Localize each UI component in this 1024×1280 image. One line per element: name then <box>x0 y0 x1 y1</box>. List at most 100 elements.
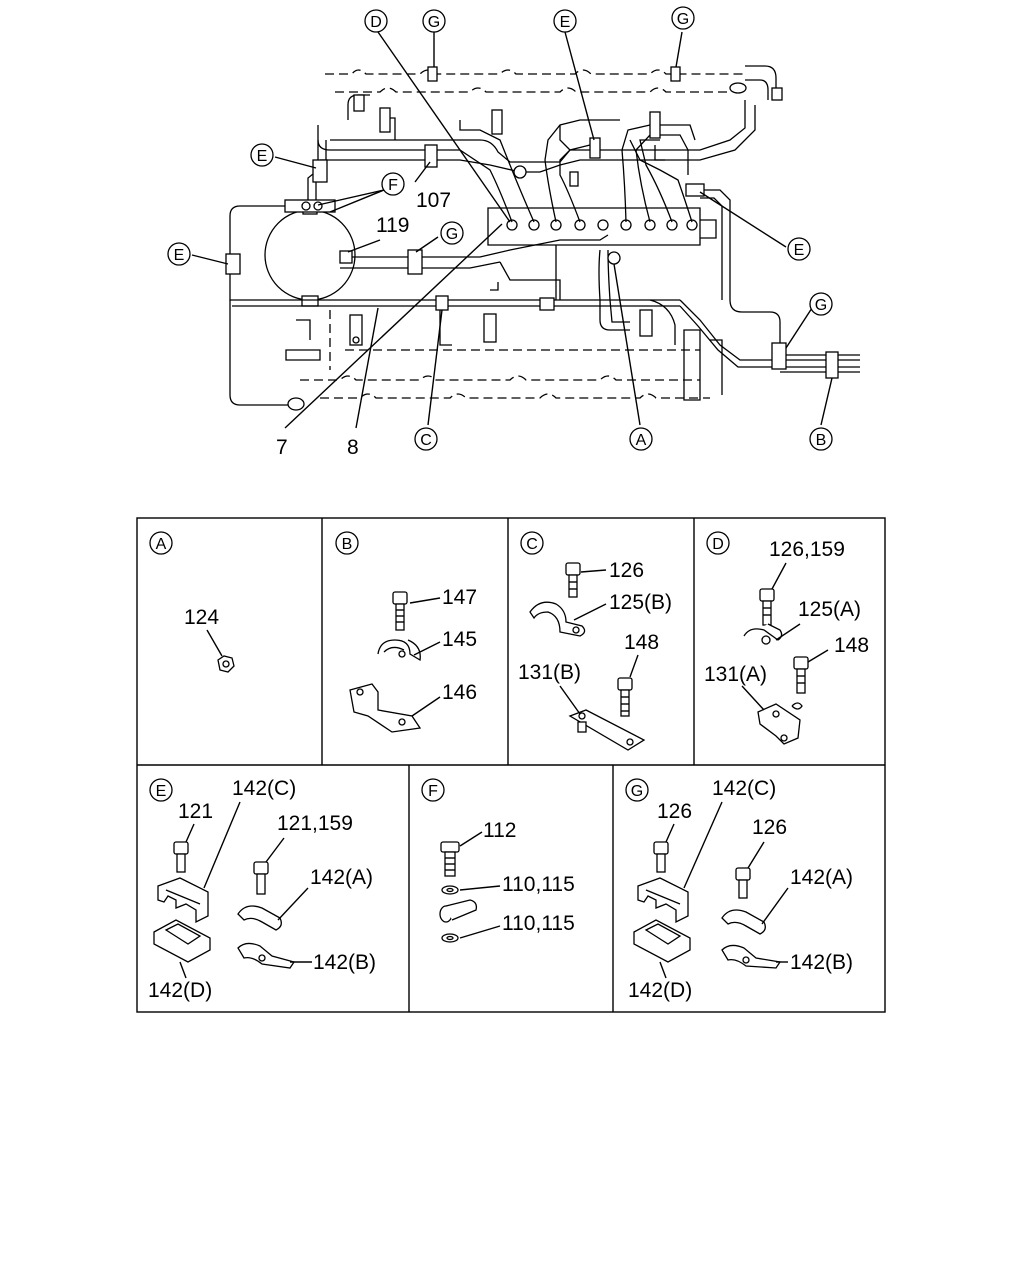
plate-131b-icon <box>568 709 646 751</box>
callout-circles: D G E G E F E G E G C A B <box>167 6 833 451</box>
svg-text:142(B): 142(B) <box>790 951 853 974</box>
label-119: 119 <box>376 214 409 237</box>
svg-text:G: G <box>677 11 689 28</box>
svg-text:110,115: 110,115 <box>502 912 575 935</box>
callout-g-right: G <box>809 292 833 316</box>
engine-assembly <box>225 65 860 411</box>
detail-panel-d: D 126,159 125(A) 148 131(A) <box>704 531 869 745</box>
svg-text:131(B): 131(B) <box>518 661 581 684</box>
svg-text:110,115: 110,115 <box>502 873 575 896</box>
bolt-148-d-icon <box>793 656 809 694</box>
callout-bottom-0: C <box>414 427 438 451</box>
callout-top-2: E <box>553 9 577 33</box>
clamp-142d-icon <box>153 919 211 963</box>
svg-text:124: 124 <box>184 606 219 629</box>
detail-panel-f: F 112 110,115 110,115 <box>421 778 575 943</box>
clamp-142a-g-icon <box>721 909 766 935</box>
callout-bottom-2: B <box>809 427 833 451</box>
svg-text:E: E <box>794 242 805 259</box>
clamp-142b-g-icon <box>721 944 782 969</box>
bolt-126-g1-icon <box>653 841 669 873</box>
svg-text:F: F <box>428 783 438 800</box>
svg-text:D: D <box>370 14 382 31</box>
banjo-fitting-icon <box>439 899 478 923</box>
bolt-126-g2-icon <box>735 867 751 899</box>
bracket-146-icon <box>349 683 422 733</box>
svg-text:148: 148 <box>624 631 659 654</box>
svg-text:G: G <box>446 226 458 243</box>
detail-panel-g: G 142(C) 126 126 142(A) 142(B) 142(D) <box>625 777 853 1002</box>
callout-leaders <box>191 31 833 429</box>
bolt-148-icon <box>617 677 633 717</box>
part-number-labels: 107 119 7 8 <box>276 189 451 459</box>
svg-text:142(C): 142(C) <box>712 777 776 800</box>
svg-text:F: F <box>388 177 398 194</box>
clamp-142b-icon <box>237 942 296 969</box>
svg-text:145: 145 <box>442 628 477 651</box>
injection-pump-outlets <box>506 219 698 231</box>
svg-text:148: 148 <box>834 634 869 657</box>
washer-upper-icon <box>441 885 459 895</box>
clamp-145-icon <box>377 639 421 662</box>
detail-panel-e: E 142(C) 121 121,159 142(A) 142(B) 142(D… <box>148 777 376 1002</box>
bolt-126-159-icon <box>759 588 775 626</box>
svg-text:G: G <box>815 297 827 314</box>
bolt-112-icon <box>440 841 460 877</box>
svg-text:142(B): 142(B) <box>313 951 376 974</box>
svg-text:126: 126 <box>609 559 644 582</box>
label-7: 7 <box>276 436 288 459</box>
callout-f: F <box>381 172 405 196</box>
svg-text:142(D): 142(D) <box>148 979 212 1002</box>
bolt-147-icon <box>392 591 408 631</box>
svg-text:B: B <box>342 536 353 553</box>
svg-text:125(A): 125(A) <box>798 598 861 621</box>
callout-left-e1: E <box>250 143 274 167</box>
svg-text:D: D <box>712 536 724 553</box>
label-107: 107 <box>416 189 451 212</box>
plate-131a-icon <box>757 702 803 745</box>
callout-top-1: G <box>422 9 446 33</box>
svg-text:E: E <box>560 14 571 31</box>
callout-top-3: G <box>671 6 695 30</box>
svg-text:142(C): 142(C) <box>232 777 296 800</box>
svg-text:G: G <box>428 14 440 31</box>
svg-text:A: A <box>636 432 647 449</box>
clamp-142c-icon <box>157 877 209 924</box>
svg-text:142(A): 142(A) <box>790 866 853 889</box>
clamp-142d-g-icon <box>633 919 691 963</box>
svg-text:131(A): 131(A) <box>704 663 767 686</box>
svg-text:A: A <box>156 536 167 553</box>
bolt-121-159-icon <box>253 861 269 895</box>
nut-124-icon <box>217 655 235 673</box>
svg-text:E: E <box>257 148 268 165</box>
callout-e-right: E <box>787 237 811 261</box>
bolt-126-icon <box>565 562 581 598</box>
svg-text:B: B <box>816 432 827 449</box>
svg-text:126,159: 126,159 <box>769 538 845 561</box>
svg-text:E: E <box>174 247 185 264</box>
callout-g-mid: G <box>440 221 464 245</box>
bolt-121-icon <box>173 841 189 873</box>
svg-text:142(D): 142(D) <box>628 979 692 1002</box>
svg-text:C: C <box>420 432 432 449</box>
detail-table <box>136 517 886 1013</box>
svg-text:142(A): 142(A) <box>310 866 373 889</box>
svg-text:C: C <box>526 536 538 553</box>
callout-top-0: D <box>364 9 388 33</box>
svg-text:146: 146 <box>442 681 477 704</box>
svg-text:G: G <box>631 783 643 800</box>
callout-left-e2: E <box>167 242 191 266</box>
svg-text:121,159: 121,159 <box>277 812 353 835</box>
detail-panel-b: B 147 145 146 <box>335 531 477 733</box>
svg-text:121: 121 <box>178 800 213 823</box>
washer-lower-icon <box>441 933 459 943</box>
clamp-142a-icon <box>237 905 282 931</box>
clamp-125b-icon <box>529 601 586 637</box>
detail-panel-a: A 124 <box>149 531 235 673</box>
clamp-125a-icon <box>743 623 783 645</box>
svg-text:125(B): 125(B) <box>609 591 672 614</box>
detail-panel-c: C 126 125(B) 148 131(B) <box>518 531 672 751</box>
svg-text:E: E <box>156 783 167 800</box>
label-8: 8 <box>347 436 359 459</box>
